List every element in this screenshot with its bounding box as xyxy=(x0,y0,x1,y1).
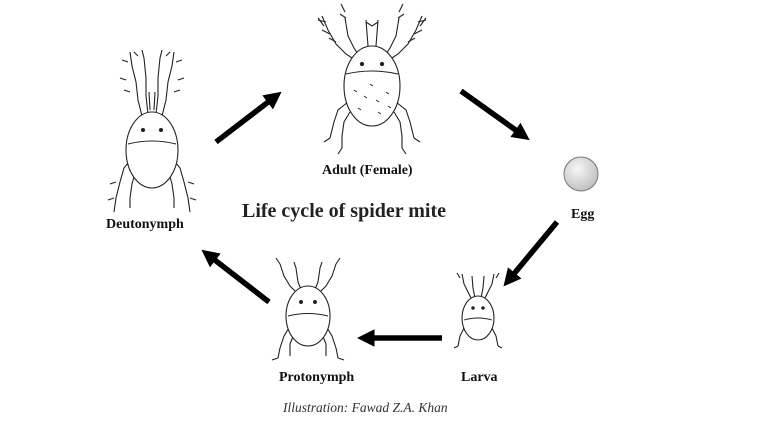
deutonymph-mite-illustration xyxy=(107,49,197,213)
larva-mite-illustration xyxy=(453,272,503,349)
stage-label-larva: Larva xyxy=(461,370,498,385)
arrow-egg-to-larva xyxy=(503,220,560,287)
cycle-arrows xyxy=(201,88,560,347)
egg-illustration xyxy=(563,156,599,192)
arrow-deutonymph-to-adult xyxy=(214,91,282,145)
adult-mite-illustration xyxy=(317,3,427,155)
stage-label-protonymph: Protonymph xyxy=(279,370,355,385)
diagram-title: Life cycle of spider mite xyxy=(242,200,447,222)
arrow-protonymph-to-deutonymph xyxy=(201,249,271,305)
stage-label-adult: Adult (Female) xyxy=(322,163,413,178)
illustration-credit: Illustration: Fawad Z.A. Khan xyxy=(283,400,448,415)
stage-label-deutonymph: Deutonymph xyxy=(106,217,184,232)
arrow-adult-to-egg xyxy=(459,88,530,141)
protonymph-mite-illustration xyxy=(271,257,345,361)
stage-label-egg: Egg xyxy=(571,207,595,222)
